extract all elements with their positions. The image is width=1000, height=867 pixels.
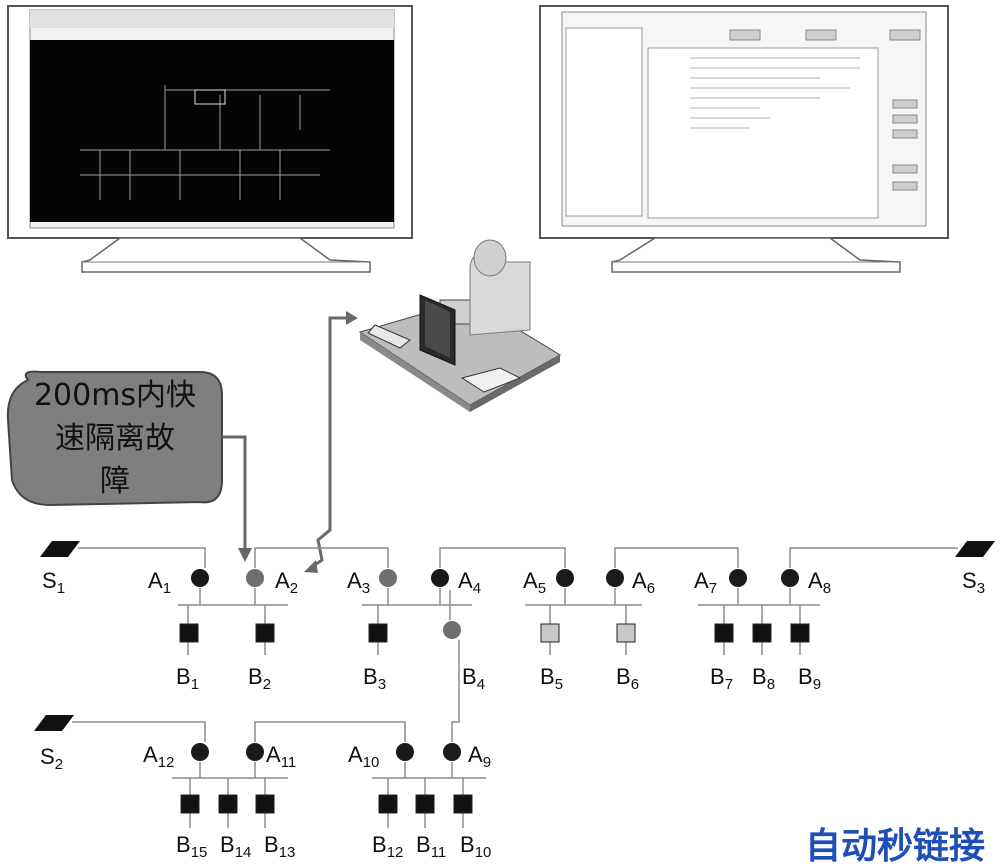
load-b6 <box>616 623 636 643</box>
label-a9: A9 <box>468 742 491 771</box>
communication-link-arrow <box>304 311 358 573</box>
label-b8: B8 <box>752 664 775 693</box>
right-monitor <box>539 5 949 273</box>
label-a10: A10 <box>348 742 379 771</box>
load-b12 <box>378 794 398 814</box>
label-a1: A1 <box>148 568 171 597</box>
callout-line-1: 200ms内快 <box>34 378 196 413</box>
load-nodes <box>179 623 810 814</box>
label-a4: A4 <box>458 568 481 597</box>
source-s3-icon <box>955 541 995 557</box>
source-s1-icon <box>40 541 80 557</box>
left-monitor <box>7 5 413 273</box>
switch-a4 <box>431 569 449 587</box>
source-icons <box>34 541 995 731</box>
load-b5 <box>540 623 560 643</box>
label-s1: S1 <box>42 568 65 597</box>
load-b14 <box>218 794 238 814</box>
switch-a10 <box>396 743 414 761</box>
switch-a9 <box>443 743 461 761</box>
scada-screen <box>30 40 394 222</box>
switch-a6 <box>606 569 624 587</box>
load-b15 <box>180 794 200 814</box>
load-b13 <box>255 794 275 814</box>
fault-isolation-callout: 200ms内快 速隔离故 障 <box>6 370 252 562</box>
label-b1: B1 <box>176 664 199 693</box>
callout-line-3: 障 <box>100 464 130 499</box>
label-b4: B4 <box>462 664 485 693</box>
switch-a3 <box>379 569 397 587</box>
label-b7: B7 <box>710 664 733 693</box>
label-b9: B9 <box>798 664 821 693</box>
label-a6: A6 <box>632 568 655 597</box>
switch-a11 <box>246 743 264 761</box>
switch-a5 <box>556 569 574 587</box>
switch-b4-junction <box>443 621 461 639</box>
load-b9 <box>790 623 810 643</box>
label-b3: B3 <box>363 664 386 693</box>
label-a5: A5 <box>523 568 546 597</box>
load-b10 <box>453 794 473 814</box>
load-b7 <box>714 623 734 643</box>
label-a12: A12 <box>143 742 174 771</box>
switch-a1 <box>191 569 209 587</box>
label-b14: B14 <box>220 832 251 861</box>
switch-nodes <box>191 569 799 761</box>
load-b2 <box>255 623 275 643</box>
label-b2: B2 <box>248 664 271 693</box>
label-b15: B15 <box>176 832 207 861</box>
label-s2: S2 <box>40 744 63 773</box>
switch-a8 <box>781 569 799 587</box>
load-b1 <box>179 623 199 643</box>
load-b8 <box>752 623 772 643</box>
label-b6: B6 <box>616 664 639 693</box>
load-b11 <box>415 794 435 814</box>
label-b12: B12 <box>372 832 403 861</box>
watermark-text: 自动秒链接 <box>805 826 985 867</box>
label-b13: B13 <box>264 832 295 861</box>
labels: S1 S2 S3 A1 A2 A3 A4 A5 A6 A7 A8 A9 A10 … <box>40 568 985 861</box>
label-b11: B11 <box>416 832 446 861</box>
label-a7: A7 <box>694 568 717 597</box>
scada-schematic <box>80 85 330 200</box>
operator-workstation-icon <box>358 239 561 412</box>
label-b5: B5 <box>540 664 563 693</box>
load-b3 <box>368 623 388 643</box>
label-b10: B10 <box>460 832 491 861</box>
callout-line-2: 速隔离故 <box>55 421 175 456</box>
label-a3: A3 <box>347 568 370 597</box>
label-a8: A8 <box>808 568 831 597</box>
label-a11: A11 <box>266 742 296 771</box>
switch-a7 <box>729 569 747 587</box>
switch-a2 <box>246 569 264 587</box>
switch-a12 <box>191 743 209 761</box>
label-s3: S3 <box>962 568 985 597</box>
source-s2-icon <box>34 715 74 731</box>
label-a2: A2 <box>275 568 298 597</box>
